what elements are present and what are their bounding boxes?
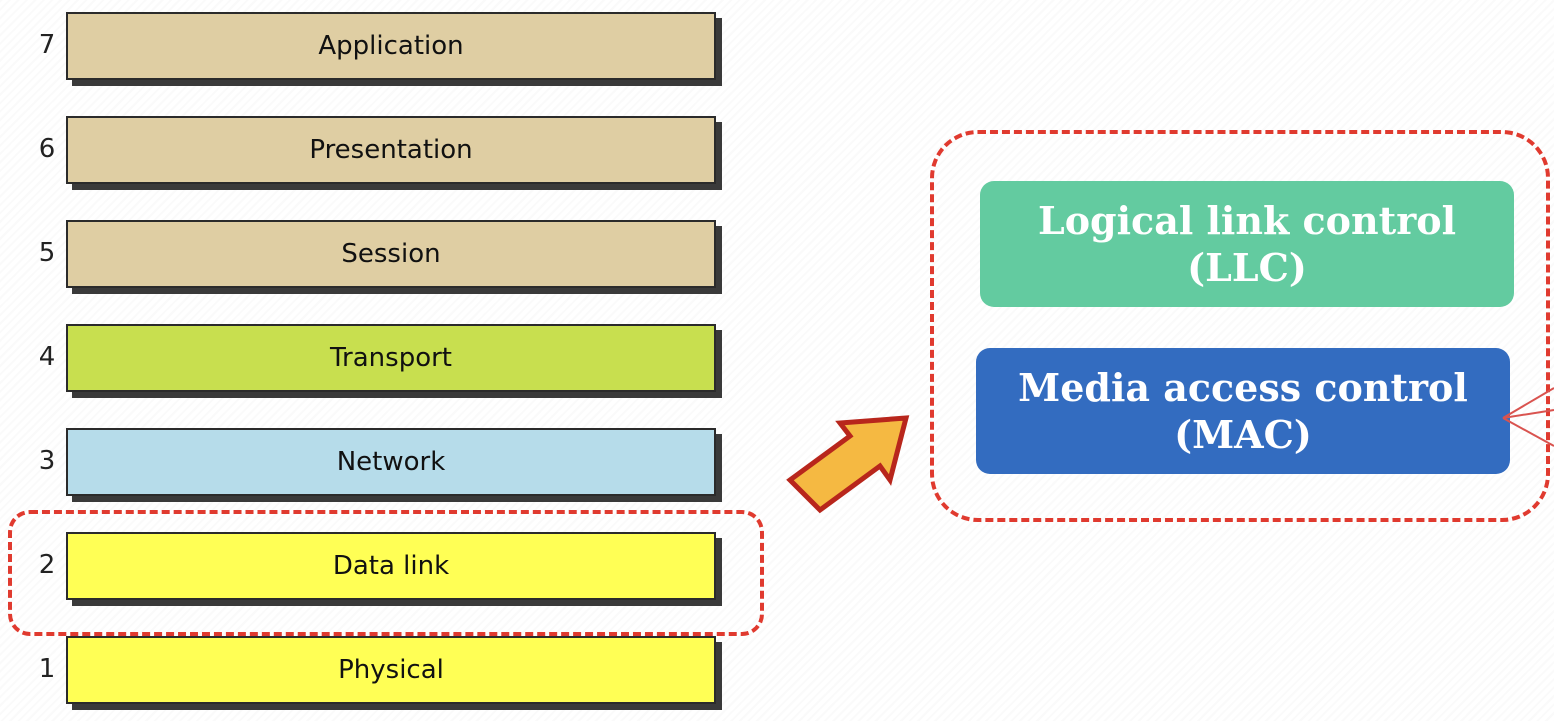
layer-number: 1 — [38, 654, 56, 684]
data-link-sublayers-frame — [930, 130, 1550, 522]
arrow-icon — [786, 415, 910, 514]
layer-box-application: Application — [66, 12, 716, 80]
layer-label: Session — [341, 239, 441, 269]
mac-abbrev: (MAC) — [1174, 412, 1312, 457]
llc-sublayer-box: Logical link control (LLC) — [980, 181, 1514, 307]
layer-box-network: Network — [66, 428, 716, 496]
layer-label: Transport — [329, 343, 452, 373]
layer-number: 7 — [38, 30, 56, 60]
layer-box-physical: Physical — [66, 636, 716, 704]
layer-label: Data link — [332, 551, 450, 581]
layer-number: 5 — [38, 238, 56, 268]
layer-box-data-link: Data link — [66, 532, 716, 600]
layer-number: 2 — [38, 550, 56, 580]
mac-sublayer-box: Media access control (MAC) — [976, 348, 1510, 474]
mac-label: Media access control — [1018, 364, 1468, 410]
layer-box-presentation: Presentation — [66, 116, 716, 184]
layer-box-session: Session — [66, 220, 716, 288]
data-link-highlight-frame — [8, 510, 764, 636]
layer-number: 6 — [38, 134, 56, 164]
layer-label: Physical — [338, 655, 444, 685]
layer-label: Network — [336, 447, 446, 477]
layer-label: Presentation — [309, 135, 473, 165]
connector-lines — [1502, 387, 1554, 447]
layer-number: 4 — [38, 342, 56, 372]
llc-abbrev: (LLC) — [1187, 245, 1307, 290]
llc-label: Logical link control — [1037, 197, 1457, 243]
layer-box-transport: Transport — [66, 324, 716, 392]
layer-number: 3 — [38, 446, 56, 476]
layer-label: Application — [318, 31, 464, 61]
